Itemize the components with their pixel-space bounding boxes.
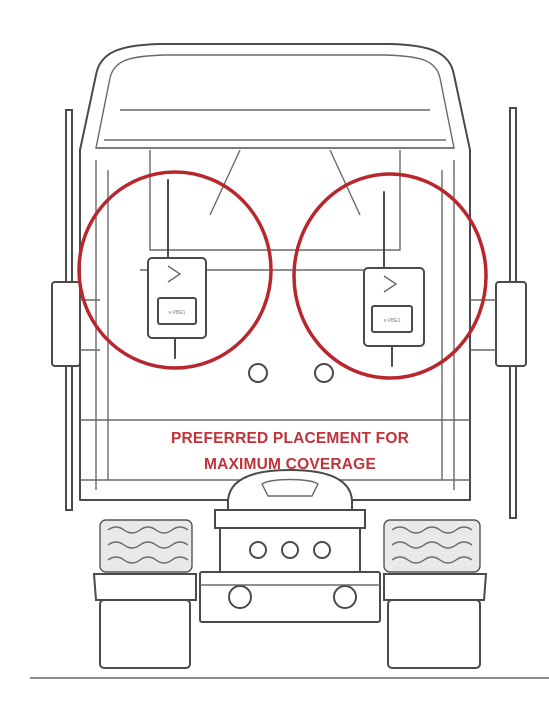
caption-line-2: MAXIMUM COVERAGE bbox=[204, 456, 376, 473]
caption-line-1: PREFERRED PLACEMENT FOR bbox=[171, 430, 409, 447]
placement-circle-left bbox=[77, 170, 273, 370]
sensor-device-left: x-VBE1 bbox=[147, 179, 207, 359]
rear-window bbox=[140, 149, 410, 271]
marker-light-right bbox=[314, 363, 334, 383]
mud-flaps bbox=[92, 573, 488, 669]
side-mirrors bbox=[51, 281, 527, 367]
truck-cab bbox=[79, 43, 471, 501]
fifth-wheel bbox=[214, 468, 366, 529]
rear-bumper bbox=[199, 527, 381, 623]
sensor-device-right: x-VBE1 bbox=[363, 191, 425, 367]
placement-caption: PREFERRED PLACEMENT FOR MAXIMUM COVERAGE bbox=[120, 426, 460, 478]
rear-tires-right bbox=[383, 519, 481, 573]
device-label-left: x-VBE1 bbox=[169, 310, 186, 316]
marker-light-left bbox=[248, 363, 268, 383]
placement-circle-right bbox=[292, 172, 488, 380]
device-label-right: x-VBE1 bbox=[384, 318, 401, 324]
rear-tires-left bbox=[99, 519, 193, 573]
